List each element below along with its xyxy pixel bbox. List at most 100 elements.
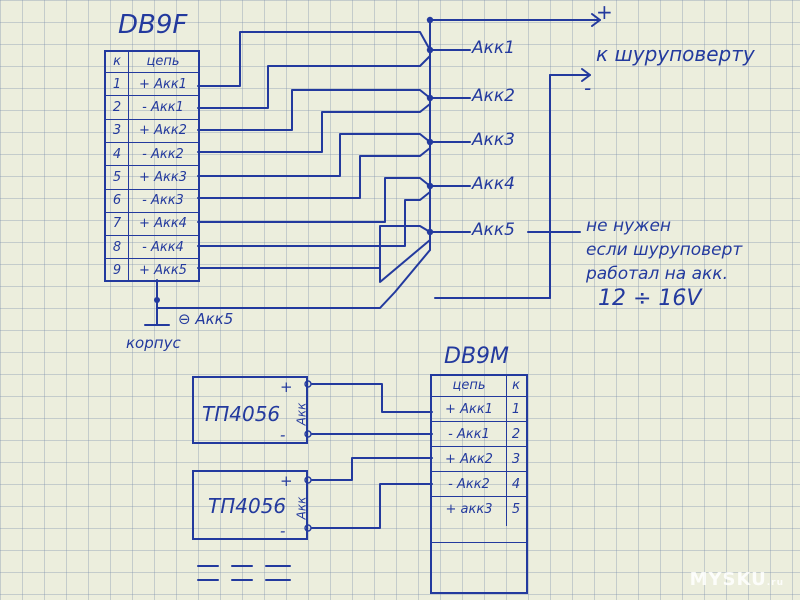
db9f-pin-number: 1 <box>112 76 122 92</box>
watermark-suffix: .ru <box>766 578 784 588</box>
mod1-plus-terminal <box>304 380 312 388</box>
db9m-column-divider <box>506 376 507 526</box>
wire-pin5 <box>197 133 431 177</box>
db9f-pin-chain: + Акк5 <box>139 263 187 279</box>
db9m-pin-chain: - Акк2 <box>448 476 490 492</box>
db9m-title: DB9M <box>444 344 510 369</box>
acc4-label: Акк4 <box>472 174 515 194</box>
pin-wires <box>156 31 431 309</box>
db9f-pin-number: 2 <box>112 99 122 115</box>
plus-node <box>426 16 434 24</box>
mod2-plus-terminal <box>304 476 312 484</box>
db9f-pin-row: 8 - Акк4 <box>106 235 198 258</box>
acc1-label: Акк1 <box>472 38 515 58</box>
acc5-label: Акк5 <box>472 220 515 240</box>
db9m-header-row: цепь к <box>432 374 526 396</box>
ground-acc5-label: ⊖ Акк5 <box>178 310 234 328</box>
note-line-1: не нужен <box>586 216 672 236</box>
db9f-pin-number: 5 <box>112 169 122 185</box>
db9m-pin-row: + акк3 5 <box>432 496 526 521</box>
db9f-pin-table: к цепь 1 + Акк1 2 - Акк1 3 + Акк2 4 - Акк2 5 + Ак… <box>104 50 200 282</box>
wire-pin9 <box>197 225 431 269</box>
wire-mod2-minus <box>311 483 433 529</box>
db9m-pin-chain: + акк3 <box>445 501 493 517</box>
db9f-pin-chain: - Акк4 <box>142 239 184 255</box>
acc3-label: Акк3 <box>472 130 515 150</box>
db9f-pin-number: 3 <box>112 123 122 139</box>
case-label: корпус <box>126 334 181 352</box>
db9f-pin-row: 3 + Акк2 <box>106 118 198 142</box>
charger-module-1: ТП4056 Акк + - <box>192 376 308 444</box>
db9f-pin-row: 9 + Акк5 <box>106 258 198 281</box>
db9m-header-chain: цепь <box>452 377 486 393</box>
wire-pin1 <box>197 31 431 87</box>
db9f-pin-chain: + Акк2 <box>139 123 187 139</box>
db9f-pin-number: 6 <box>112 193 122 209</box>
db9f-pin-row: 6 - Акк3 <box>106 188 198 212</box>
module-1-name: ТП4056 <box>202 402 281 426</box>
db9f-pin-chain: - Акк3 <box>142 193 184 209</box>
module-1-side-label: Акк <box>294 402 309 426</box>
db9f-header-k: к <box>113 53 121 69</box>
db9f-pin-row: 1 + Акк1 <box>106 72 198 95</box>
db9m-pin-chain: + Акк2 <box>445 451 493 467</box>
mod1-minus-terminal <box>304 430 312 438</box>
db9f-header-chain: цепь <box>146 53 180 69</box>
db9m-pin-chain: - Акк1 <box>448 426 490 442</box>
db9f-pin-row: 2 - Акк1 <box>106 95 198 118</box>
db9m-pin-number: 4 <box>511 476 521 492</box>
db9f-pin-row: 7+ Акк4 <box>106 211 198 235</box>
watermark-main: MYSKU <box>689 569 767 590</box>
wire-pin2 <box>197 55 431 109</box>
module-wires <box>304 380 433 532</box>
db9f-title: DB9F <box>118 10 188 40</box>
db9f-pin-number: 4 <box>112 146 122 162</box>
module-1-plus: + <box>280 378 293 396</box>
wire-pin6 <box>197 147 431 199</box>
module-2-minus: - <box>280 522 286 540</box>
db9m-pin-number: 3 <box>511 451 521 467</box>
db9m-pin-row: - Акк1 2 <box>432 421 526 446</box>
wire-pin4 <box>197 103 431 153</box>
db9f-pin-number: 9 <box>112 263 122 279</box>
db9m-pin-number: 2 <box>511 426 521 442</box>
db9m-pin-row: - Акк2 4 <box>432 471 526 496</box>
charger-module-2: ТП4056 Акк + - <box>192 470 308 540</box>
plus-arrow <box>591 13 601 27</box>
wire-mod2-plus <box>311 457 433 481</box>
db9f-pin-number: 8 <box>112 239 122 255</box>
note-line-2: если шуруповерт <box>586 240 743 260</box>
mod2-minus-terminal <box>304 524 312 532</box>
minus-arrow <box>581 68 591 82</box>
db9m-pin-number: 5 <box>511 501 521 517</box>
db9f-pin-chain: - Акк1 <box>142 99 184 115</box>
ground-symbol <box>144 279 170 326</box>
db9m-pin-row: + Акк2 3 <box>432 446 526 471</box>
watermark: MYSKU.ru <box>690 569 784 590</box>
db9f-pin-number: 7 <box>112 216 122 232</box>
db9f-pin-row: 5 + Акк3 <box>106 165 198 188</box>
module-2-side-label: Акк <box>294 496 309 520</box>
db9f-pin-chain: + Акк1 <box>139 76 187 92</box>
module-1-minus: - <box>280 426 286 444</box>
wire-pin8 <box>197 191 431 247</box>
db9m-pin-chain: + Акк1 <box>445 401 493 417</box>
db9f-pin-chain: - Акк2 <box>142 146 184 162</box>
wire-pin3 <box>197 89 431 131</box>
accumulator-bus <box>426 13 601 299</box>
note-line-4: 12 ÷ 16V <box>598 286 702 311</box>
db9m-extra-row-line <box>432 542 526 543</box>
to-drill-label: к шуруповерту <box>596 42 755 66</box>
wire-pin9-branch <box>379 239 431 283</box>
module-2-name: ТП4056 <box>208 494 287 518</box>
note-line-3: работал на акк. <box>586 264 728 284</box>
minus-sign: - <box>584 76 592 100</box>
db9f-header-row: к цепь <box>106 50 198 72</box>
module-2-plus: + <box>280 472 293 490</box>
db9f-pin-chain: + Акк3 <box>139 169 187 185</box>
wire-pin7 <box>197 177 431 223</box>
